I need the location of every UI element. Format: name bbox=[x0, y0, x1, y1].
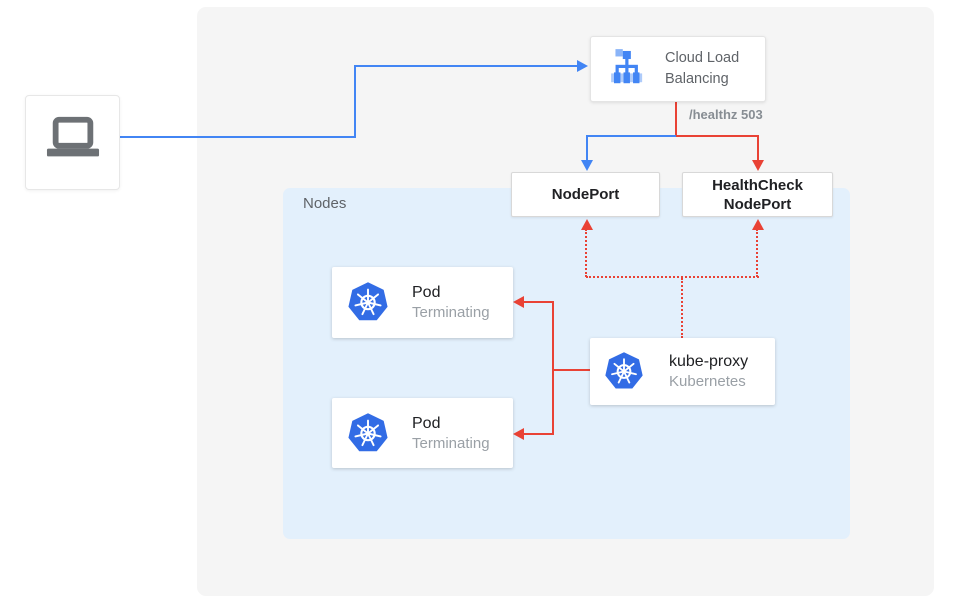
cloud-load-balancing-node: Cloud Load Balancing bbox=[590, 36, 766, 102]
nodeport-drop-line bbox=[586, 135, 588, 161]
client-to-clb-line-top bbox=[354, 65, 578, 67]
pods-trunk-line bbox=[552, 301, 554, 435]
kubernetes-icon bbox=[346, 281, 390, 324]
nodeport-node: NodePort bbox=[511, 172, 660, 217]
kubernetes-icon bbox=[603, 351, 645, 392]
dotted-up-to-nodeport bbox=[585, 229, 587, 277]
pod2-title: Pod bbox=[412, 414, 441, 432]
client-to-clb-line-vertical bbox=[354, 65, 356, 138]
healthz-status-label: /healthz 503 bbox=[689, 107, 763, 122]
cloud-load-balancing-label: Cloud Load Balancing bbox=[665, 48, 739, 90]
kubeproxy-out-line bbox=[552, 369, 590, 371]
pod-node-2: Pod Terminating bbox=[332, 398, 513, 468]
kubeproxy-dotted-vertical bbox=[681, 278, 683, 338]
clb-healthcheck-line-vertical bbox=[675, 101, 677, 137]
healthcheck-nodeport-node: HealthCheck NodePort bbox=[682, 172, 833, 217]
healthcheck-drop-line bbox=[757, 135, 759, 161]
pod2-branch-line bbox=[523, 433, 553, 435]
clb-label-line1: Cloud Load bbox=[665, 50, 740, 66]
healthcheck-nodeport-label-line2: NodePort bbox=[723, 195, 792, 213]
kube-proxy-node: kube-proxy Kubernetes bbox=[590, 338, 775, 405]
laptop-icon bbox=[42, 113, 104, 172]
client-to-clb-line-horizontal bbox=[120, 136, 356, 138]
clb-label-line2: Balancing bbox=[665, 71, 729, 87]
nodeport-branch-line-horizontal bbox=[586, 135, 676, 137]
healthcheck-nodeport-label-line1: HealthCheck bbox=[712, 176, 803, 194]
load-balancer-icon bbox=[604, 45, 648, 94]
nodeport-label: NodePort bbox=[551, 186, 620, 203]
dotted-up-to-healthcheck bbox=[756, 229, 758, 277]
pod2-status: Terminating bbox=[412, 434, 490, 452]
pod1-branch-line bbox=[523, 301, 553, 303]
arrowhead-up-nodeport bbox=[581, 219, 593, 230]
arrowhead-into-pod2 bbox=[513, 428, 524, 440]
kube-proxy-title: kube-proxy bbox=[669, 353, 749, 370]
healthcheck-split-line-horizontal bbox=[675, 135, 759, 137]
arrowhead-into-clb bbox=[577, 60, 588, 72]
pod1-title: Pod bbox=[412, 284, 441, 301]
kubernetes-icon bbox=[346, 412, 390, 455]
arrowhead-up-healthcheck bbox=[752, 219, 764, 230]
dotted-split-horizontal bbox=[586, 276, 759, 278]
arrowhead-into-pod1 bbox=[513, 296, 524, 308]
nodes-container-label: Nodes bbox=[303, 195, 347, 212]
pod-node-1: Pod Terminating bbox=[332, 267, 513, 338]
arrowhead-into-healthcheck-nodeport bbox=[752, 160, 764, 171]
pod1-status: Terminating bbox=[412, 304, 490, 321]
arrowhead-into-nodeport bbox=[581, 160, 593, 171]
kube-proxy-subtitle: Kubernetes bbox=[669, 373, 746, 390]
client-node bbox=[25, 95, 120, 190]
